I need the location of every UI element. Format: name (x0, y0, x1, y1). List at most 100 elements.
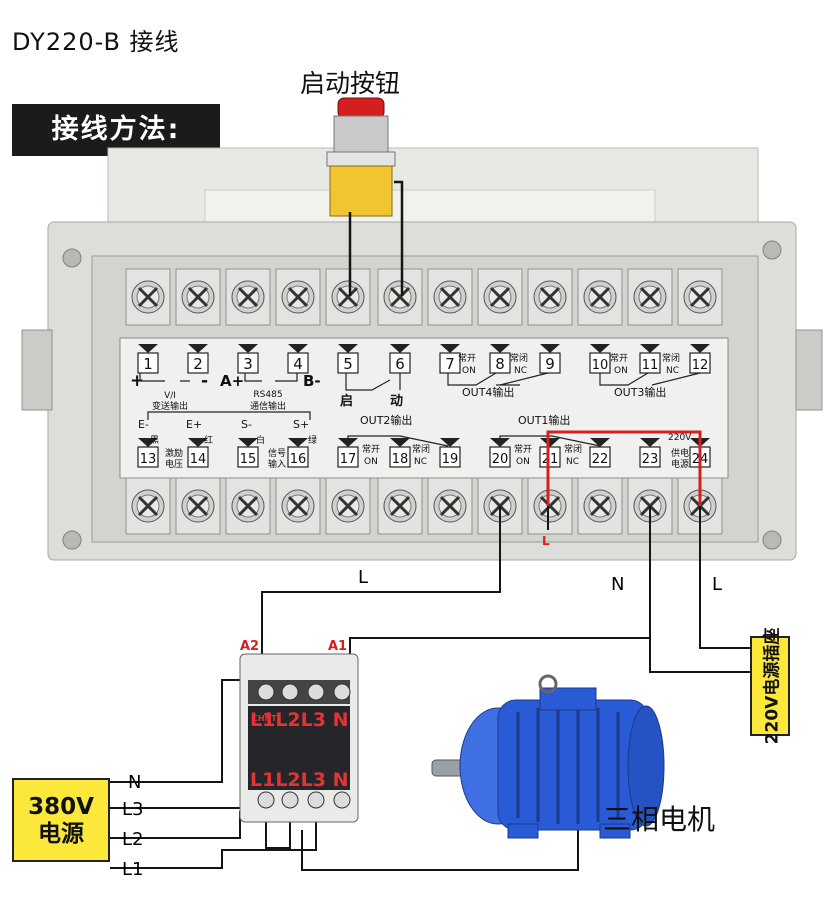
out1-label: OUT1输出 (518, 413, 570, 427)
top-terminal-12: 12 (689, 344, 711, 374)
bottom-terminal-number: 22 (592, 452, 609, 467)
top-screw-3 (225, 268, 271, 326)
coil-label-a1: A1 (328, 639, 347, 654)
bottom-terminal-number: 21 (542, 452, 559, 467)
bottom-terminal-21: 21 (539, 438, 561, 468)
start-label-b: 动 (390, 394, 403, 409)
top-screw-7 (427, 268, 473, 326)
bottom-terminal-number: 17 (340, 452, 357, 467)
power-label-l1: L1 (122, 859, 143, 880)
out4-label: OUT4输出 (462, 385, 514, 399)
top-terminal-9: 9 (539, 344, 561, 374)
top-terminal-11: 11 (639, 344, 661, 374)
case-screw (62, 248, 82, 268)
terminal-label-plate (119, 337, 729, 479)
top-terminal-number: 1 (143, 355, 153, 373)
top-screw-2 (175, 268, 221, 326)
bottom-terminal-number: 13 (140, 452, 157, 467)
top-screw-12 (677, 268, 723, 326)
signal-1: 信号 (268, 447, 286, 459)
three-phase-motor (431, 674, 665, 839)
contactor-top-terms: L1L2L3 N (250, 709, 349, 731)
out1-nc-cn: 常闭 (564, 443, 582, 455)
label-e-minus: E- (138, 418, 149, 431)
bottom-terminal-22: 22 (589, 438, 611, 468)
top-terminal-3: 3 (237, 344, 259, 374)
top-terminal-number: 12 (692, 358, 709, 373)
label-green: 绿 (308, 434, 317, 446)
controller-label-strip (204, 189, 656, 227)
vi-plus: + (130, 371, 144, 391)
bottom-terminal-number: 16 (290, 452, 307, 467)
bottom-screw-5 (325, 477, 371, 535)
bottom-terminal-number: 18 (392, 452, 409, 467)
rs485-label-1: RS485 (253, 390, 282, 400)
plate-contact-lines (139, 372, 701, 447)
case-screw (762, 240, 782, 260)
top-screw-6 (377, 268, 423, 326)
top-terminal-5: 5 (337, 344, 359, 374)
coil-label-a2: A2 (240, 639, 259, 654)
rs485-b: B- (303, 372, 321, 390)
bottom-terminal-18: 18 (389, 438, 411, 468)
label-s-minus: S- (241, 418, 252, 431)
label-red: 红 (204, 434, 213, 446)
bottom-terminal-number: 15 (240, 452, 257, 467)
supply-1: 供电 (671, 447, 689, 459)
wire-label-N: N (611, 574, 624, 595)
label-white: 白 (256, 434, 265, 446)
page-title: DY220-B 接线 (12, 28, 180, 56)
bottom-screw-2 (175, 477, 221, 535)
top-terminal-number: 11 (642, 358, 659, 373)
out2-nc-cn: 常闭 (412, 443, 430, 455)
mount-bracket-right (795, 329, 823, 411)
out4-nc: NC (514, 366, 527, 376)
top-screw-9 (527, 268, 573, 326)
bottom-screw-10 (577, 477, 623, 535)
top-terminal-number: 3 (243, 355, 253, 373)
excite-1: 激励 (165, 447, 183, 459)
wire-label-L-right: L (712, 574, 722, 595)
bottom-terminal-number: 20 (492, 452, 509, 467)
bottom-terminal-13: 13 (137, 438, 159, 468)
top-terminal-7: 7 (439, 344, 461, 374)
bottom-terminal-14: 14 (187, 438, 209, 468)
out2-nc: NC (414, 457, 427, 467)
motor-label: 三相电机 (603, 803, 716, 836)
supply-2: 电源 (671, 458, 689, 470)
out1-no: 常开 (514, 443, 532, 455)
bottom-screw-6 (377, 477, 423, 535)
top-screw-1 (125, 268, 171, 326)
contactor-brand: CHNT (252, 714, 277, 723)
label-black: 黑 (150, 435, 159, 446)
out4-nc-cn: 常闭 (510, 352, 528, 364)
contactor: CHNT L1L2L3 N L1L2L3 N (239, 653, 359, 823)
out2-label: OUT2输出 (360, 413, 412, 427)
label-e-plus: E+ (186, 418, 202, 431)
top-terminal-number: 10 (592, 358, 609, 373)
out4-on: ON (462, 366, 476, 376)
method-label: 接线方法: (12, 104, 220, 156)
bottom-screw-4 (275, 477, 321, 535)
bottom-terminal-number: 14 (190, 452, 207, 467)
bottom-terminal-23: 23 (639, 438, 661, 468)
top-terminal-6: 6 (389, 344, 411, 374)
top-terminal-number: 8 (495, 355, 505, 373)
out4-no: 常开 (458, 352, 476, 364)
bottom-screw-row (125, 477, 723, 535)
bottom-screw-9 (527, 477, 573, 535)
rs485-label-2: 通信输出 (250, 400, 286, 412)
top-terminal-number: 7 (445, 355, 455, 373)
top-terminal-number: 5 (343, 355, 353, 373)
top-screw-11 (627, 268, 673, 326)
start-push-button (326, 97, 396, 217)
power-label-l3: L3 (122, 799, 143, 820)
start-button-label: 启动按钮 (300, 69, 401, 98)
bottom-screw-1 (125, 477, 171, 535)
case-screw (762, 530, 782, 550)
